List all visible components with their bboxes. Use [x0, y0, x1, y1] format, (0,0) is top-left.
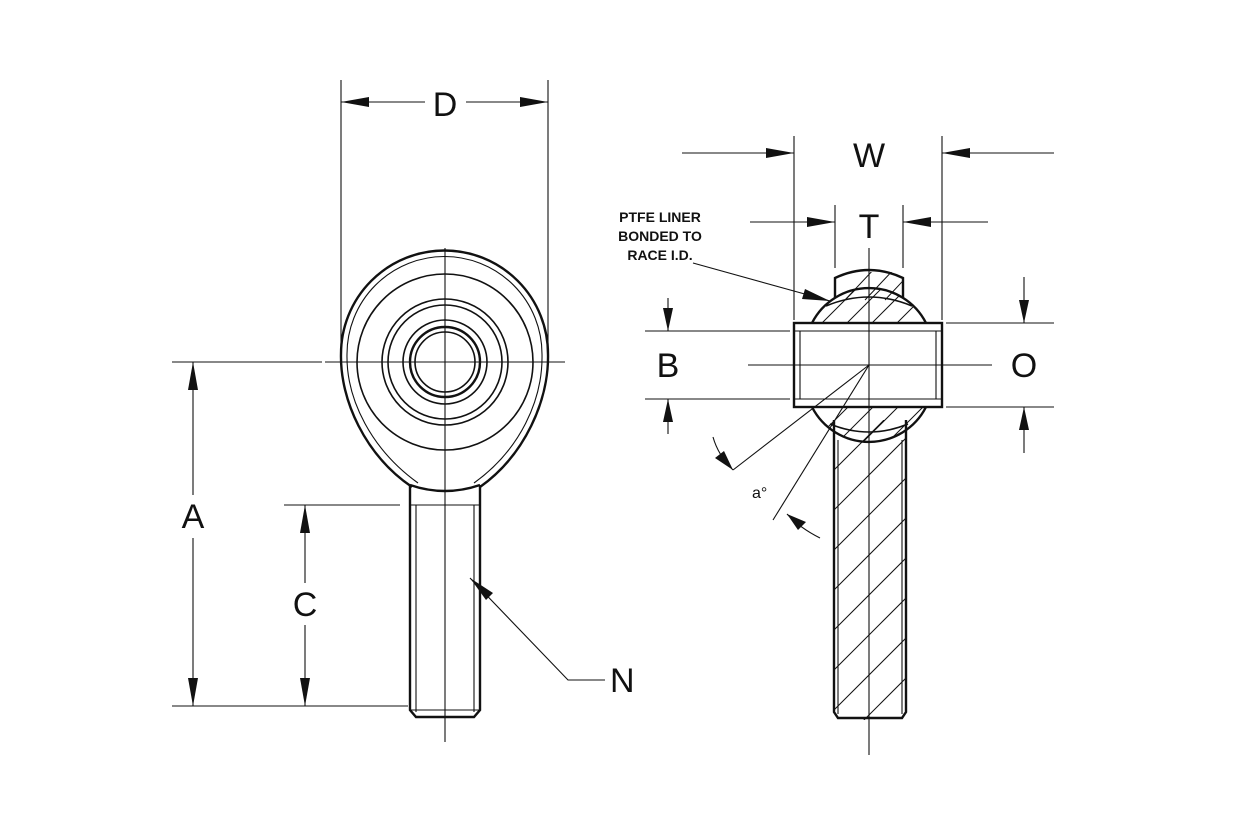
o-arrow-top — [1019, 300, 1029, 323]
c-arrow-top — [300, 505, 310, 533]
side-section-view: a° W T PTFE LINER BONDED TO RACE I.D. B — [618, 136, 1054, 755]
t-arrow-right — [903, 217, 931, 227]
b-arrow-top — [663, 308, 673, 331]
label-d: D — [433, 86, 458, 124]
label-angle: a° — [752, 485, 767, 502]
label-t: T — [859, 208, 880, 246]
d-arrow-right — [520, 97, 548, 107]
a-arrow-top — [188, 362, 198, 390]
label-b: B — [657, 347, 680, 385]
angle-line-2 — [772, 364, 870, 521]
c-arrow-bottom — [300, 678, 310, 706]
note-line-2: BONDED TO — [618, 228, 702, 244]
a-arrow-bottom — [188, 678, 198, 706]
ptfe-leader-arrow — [802, 289, 830, 301]
b-arrow-bottom — [663, 399, 673, 422]
front-view: D A C N — [172, 80, 635, 742]
side-shank — [832, 420, 908, 720]
label-o: O — [1011, 347, 1037, 385]
angle-line-1 — [732, 364, 870, 471]
n-leader-line — [469, 577, 605, 681]
w-arrow-right — [942, 148, 970, 158]
d-arrow-left — [341, 97, 369, 107]
n-leader-arrow — [470, 578, 493, 600]
label-a: A — [182, 498, 205, 536]
label-w: W — [853, 137, 885, 175]
o-arrow-bottom — [1019, 407, 1029, 430]
label-c: C — [293, 586, 318, 624]
t-arrow-left — [807, 217, 835, 227]
label-n: N — [610, 662, 635, 700]
note-line-1: PTFE LINER — [619, 209, 701, 225]
w-arrow-left — [766, 148, 794, 158]
note-line-3: RACE I.D. — [627, 247, 692, 263]
